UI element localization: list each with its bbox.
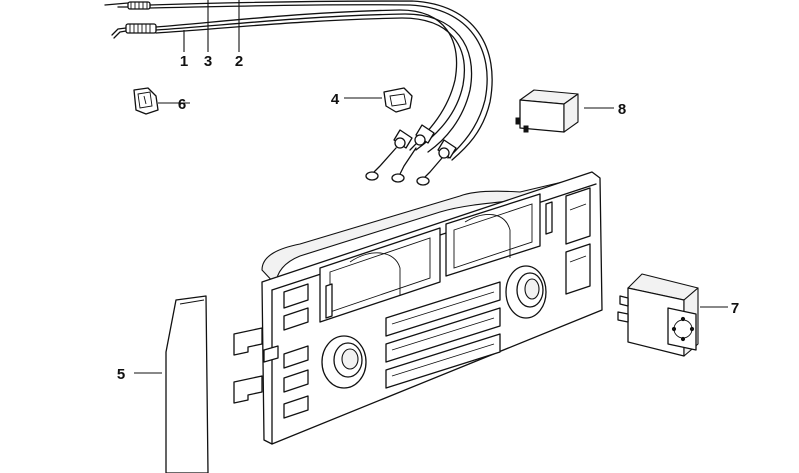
callout-3: 3: [204, 53, 212, 70]
vent-panel-housing: [233, 171, 603, 445]
relay-part-7: [617, 273, 699, 357]
relay-part-8: [515, 89, 579, 133]
callout-1: 1: [180, 53, 188, 70]
control-cables: [104, 0, 493, 186]
callout-6: 6: [178, 96, 186, 113]
callout-8: 8: [618, 101, 626, 118]
bracket-part-4: [383, 87, 413, 113]
clip-part-6: [133, 87, 159, 115]
callout-7: 7: [731, 300, 739, 317]
callout-2: 2: [235, 53, 243, 70]
callout-4: 4: [331, 91, 340, 108]
leader-lines: [134, 0, 728, 374]
callout-5: 5: [117, 366, 125, 383]
cover-plate-part-5: [165, 295, 209, 473]
